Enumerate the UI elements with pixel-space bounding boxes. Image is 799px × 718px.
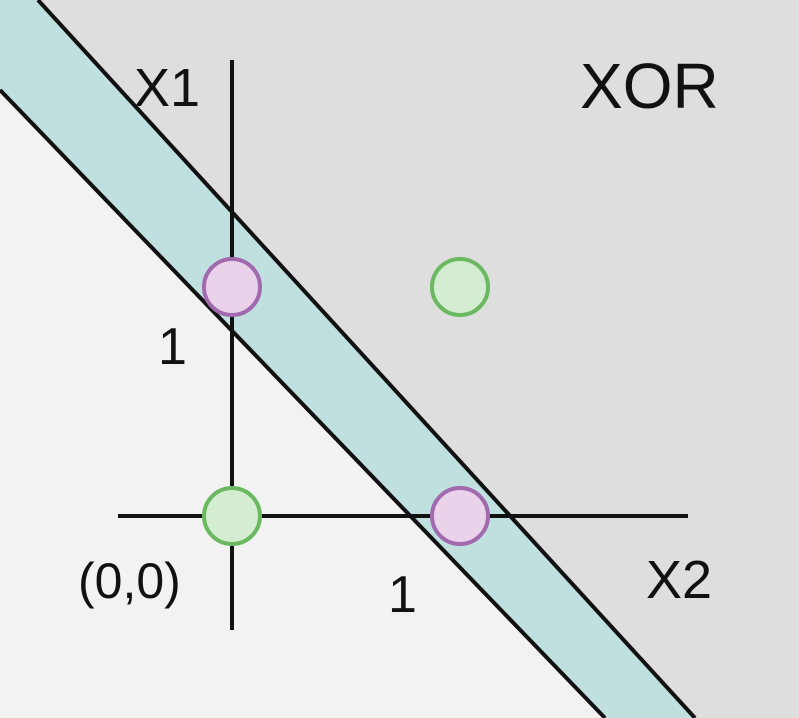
origin-label: (0,0) xyxy=(78,553,181,609)
data-point-purple-1-0 xyxy=(202,257,262,317)
x1-axis-label: X1 xyxy=(134,58,200,118)
x2-tick-label: 1 xyxy=(388,566,417,624)
boundary-line-upper xyxy=(36,0,697,718)
data-points xyxy=(202,257,490,546)
data-point-green-0-0 xyxy=(202,486,262,546)
data-point-purple-0-1 xyxy=(430,486,490,546)
decision-band xyxy=(0,0,695,718)
title: XOR xyxy=(580,50,719,122)
x1-tick-label: 1 xyxy=(158,318,187,376)
data-point-green-1-1 xyxy=(430,257,490,317)
x2-axis-label: X2 xyxy=(646,550,712,610)
boundary-line-lower xyxy=(0,88,607,718)
